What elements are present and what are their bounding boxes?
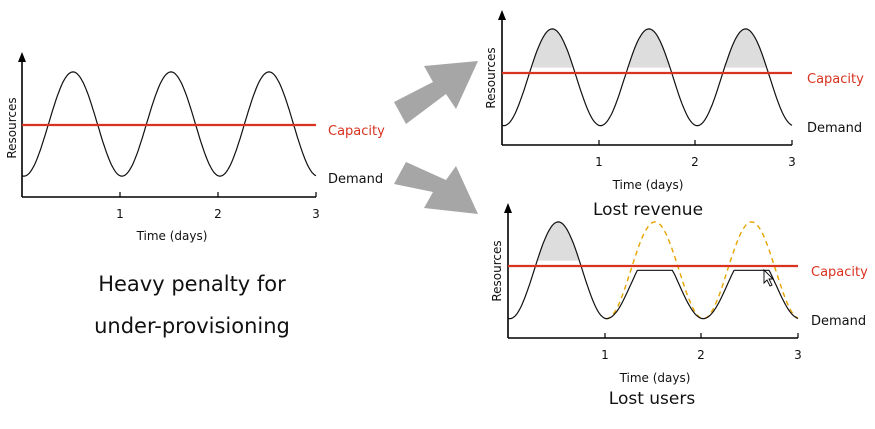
y-axis-label: Resources: [484, 47, 498, 108]
chart-lost-revenue: 1 2 3 Time (days) Resources Capacity Dem…: [484, 10, 864, 220]
chart-lost-users: 1 2 3 Time (days) Resources Capacity Dem…: [490, 203, 868, 409]
capacity-label: Capacity: [807, 72, 864, 87]
tick-label-2: 2: [214, 207, 222, 221]
tick-label-1: 1: [601, 348, 609, 362]
arrow-to-lost-revenue-icon: [394, 61, 478, 124]
note-line-1: Heavy penalty for: [98, 272, 286, 296]
tick-label-3: 3: [794, 348, 802, 362]
y-axis-arrowhead: [498, 10, 506, 20]
y-axis-label: Resources: [490, 240, 504, 301]
note-line-2: under-provisioning: [94, 314, 290, 338]
tick-label-2: 2: [697, 348, 705, 362]
demand-label: Demand: [807, 121, 862, 136]
arrow-to-lost-users-icon: [394, 162, 478, 214]
tick-label-2: 2: [691, 155, 699, 169]
y-axis-label: Resources: [5, 97, 19, 158]
demand-curve: [21, 71, 317, 177]
tick-label-1: 1: [116, 207, 124, 221]
y-axis-arrowhead: [18, 52, 26, 62]
x-axis-label: Time (days): [136, 229, 208, 243]
x-axis-label: Time (days): [612, 178, 684, 192]
tick-label-3: 3: [788, 155, 796, 169]
lost-revenue-area: [532, 28, 768, 68]
tick-label-1: 1: [595, 155, 603, 169]
capacity-label: Capacity: [328, 124, 385, 139]
mouse-cursor-icon: [763, 268, 775, 287]
demand-label: Demand: [328, 172, 383, 187]
chart-caption: Lost revenue: [593, 200, 703, 220]
demand-curve: [507, 221, 799, 320]
y-axis-arrowhead: [504, 203, 512, 213]
original-demand-dashed-curve: [605, 221, 799, 320]
demand-curve: [501, 28, 793, 127]
chart-main: 1 2 3 Time (days) Resources Capacity Dem…: [5, 52, 385, 243]
chart-caption: Lost users: [609, 389, 696, 409]
x-axis-label: Time (days): [619, 371, 691, 385]
tick-label-3: 3: [312, 207, 320, 221]
demand-label: Demand: [811, 314, 866, 329]
capacity-label: Capacity: [811, 265, 868, 280]
